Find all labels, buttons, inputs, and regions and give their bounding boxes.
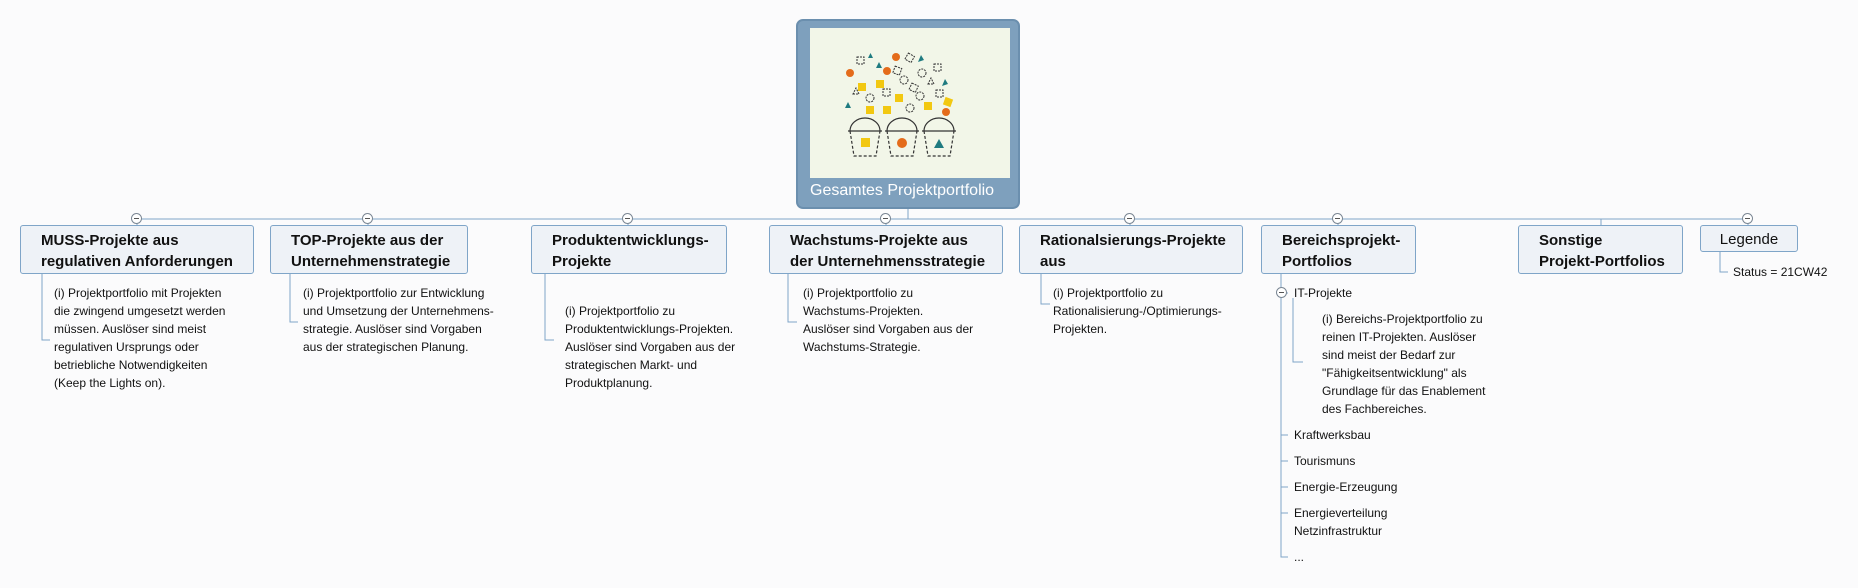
central-topic[interactable]: Gesamtes Projektportfolio — [796, 19, 1020, 209]
note-top-projekte: (i) Projektportfolio zur Entwicklung und… — [303, 286, 494, 354]
topic-wachstums-projekte[interactable]: Wachstums-Projekte aus der Unternehmenss… — [769, 225, 1003, 274]
topic-sonstige-projekt-portfolios[interactable]: Sonstige Projekt-Portfolios — [1518, 225, 1683, 274]
topic-produktentwicklungs-projekte[interactable]: Produktentwicklungs- Projekte — [531, 225, 727, 274]
subtopic-tourismuns[interactable]: Tourismuns — [1294, 454, 1356, 468]
collapse-toggle-rational[interactable] — [1124, 213, 1135, 224]
collapse-toggle-legende[interactable] — [1742, 213, 1753, 224]
note-wachstums-projekte: (i) Projektportfolio zu Wachstums-Projek… — [803, 286, 974, 354]
subtopic-it-projekte[interactable]: IT-Projekte — [1294, 286, 1353, 300]
topic-muss-projekte[interactable]: MUSS-Projekte aus regulativen Anforderun… — [20, 225, 254, 274]
project-buckets-illustration — [810, 28, 1010, 178]
collapse-toggle-muss[interactable] — [131, 213, 142, 224]
collapse-toggle-wachstum[interactable] — [880, 213, 891, 224]
topic-legende[interactable]: Legende — [1700, 225, 1798, 252]
subtopic-energie-erzeugung[interactable]: Energie-Erzeugung — [1294, 480, 1398, 494]
topic-rationalsierungs-projekte[interactable]: Rationalsierungs-Projekte aus — [1019, 225, 1243, 274]
note-muss-projekte: (i) Projektportfolio mit Projekten die z… — [54, 286, 226, 390]
topic-bereichsprojekt-portfolios[interactable]: Bereichsprojekt- Portfolios — [1261, 225, 1416, 274]
buckets-icon — [845, 52, 956, 157]
topic-top-projekte[interactable]: TOP-Projekte aus der Unternehmenstrategi… — [270, 225, 468, 274]
note-it-projekte: (i) Bereichs-Projektportfolio zu reinen … — [1322, 312, 1486, 416]
central-topic-title: Gesamtes Projektportfolio — [810, 182, 995, 199]
subtopic-kraftwerksbau[interactable]: Kraftwerksbau — [1294, 428, 1371, 442]
legend-status: Status = 21CW42 — [1733, 265, 1828, 279]
note-produktentwicklungs-projekte: (i) Projektportfolio zu Produktentwicklu… — [565, 304, 736, 390]
collapse-toggle-produkt[interactable] — [622, 213, 633, 224]
collapse-toggle-bereich[interactable] — [1332, 213, 1343, 224]
note-rationalsierungs-projekte: (i) Projektportfolio zu Rationalisierung… — [1053, 286, 1222, 336]
subtopic-energieverteilung[interactable]: Energieverteilung Netzinfrastruktur — [1294, 506, 1388, 538]
subtopic-ellipsis[interactable]: ... — [1294, 550, 1305, 564]
collapse-toggle-it-projekte[interactable] — [1276, 287, 1287, 298]
collapse-toggle-top[interactable] — [362, 213, 373, 224]
